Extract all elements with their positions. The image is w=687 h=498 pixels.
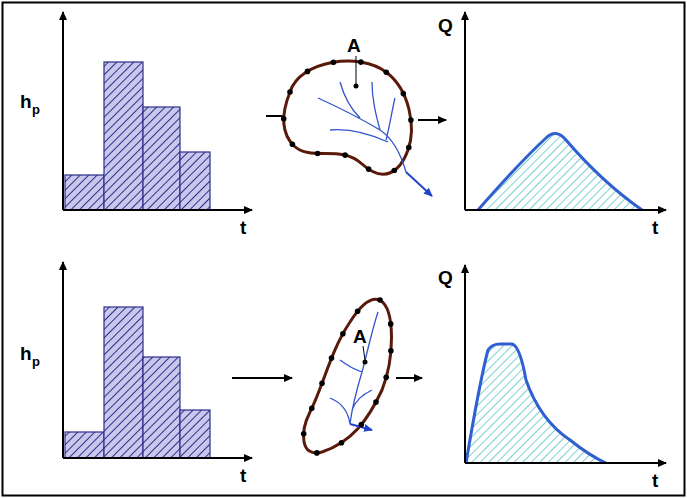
hydrograph bbox=[465, 265, 666, 463]
axis-label: Q bbox=[438, 16, 453, 35]
catchment bbox=[281, 56, 432, 196]
axis-label: t bbox=[240, 218, 246, 237]
outline-dot bbox=[309, 405, 315, 411]
outline-dot bbox=[401, 91, 407, 97]
area-label: A bbox=[353, 327, 367, 346]
frame bbox=[3, 3, 685, 496]
hydrograph bbox=[465, 12, 666, 210]
outline-dot bbox=[366, 166, 372, 172]
axis-subscript: p bbox=[32, 103, 40, 116]
outline-dot bbox=[329, 355, 335, 361]
hyetograph bbox=[63, 12, 252, 210]
hyetograph bbox=[63, 262, 252, 458]
outline-dot bbox=[383, 374, 389, 380]
outline-dot bbox=[359, 422, 365, 428]
outline-dot bbox=[384, 69, 390, 75]
outline-dot bbox=[377, 297, 383, 303]
axis-label: h bbox=[20, 92, 32, 111]
outline-dot bbox=[315, 151, 321, 157]
axis-label: t bbox=[652, 218, 658, 237]
outline-dot bbox=[408, 117, 414, 123]
outline-dot bbox=[331, 60, 337, 66]
area-label: A bbox=[347, 36, 361, 55]
outline-dot bbox=[358, 59, 364, 65]
axis-label: t bbox=[652, 471, 658, 490]
axis-label: Q bbox=[438, 268, 453, 287]
outline-dot bbox=[290, 142, 296, 148]
outline-dot bbox=[305, 69, 311, 75]
outline-dot bbox=[339, 440, 345, 446]
arrow bbox=[396, 377, 422, 379]
arrow bbox=[418, 119, 446, 121]
outline-dot bbox=[281, 116, 287, 122]
outline-dot bbox=[388, 321, 394, 327]
outline-dot bbox=[340, 331, 346, 337]
axis-label: t bbox=[240, 466, 246, 485]
outline-dot bbox=[392, 168, 398, 174]
outline-dot bbox=[319, 381, 325, 387]
outline-dot bbox=[314, 450, 320, 456]
outline-dot bbox=[406, 145, 412, 151]
outline-dot bbox=[355, 308, 361, 314]
axis-label: h bbox=[20, 344, 32, 363]
outline-dot bbox=[388, 348, 394, 354]
outline-dot bbox=[373, 399, 379, 405]
outline-dot bbox=[342, 152, 348, 158]
axis-subscript: p bbox=[32, 355, 40, 368]
outline-dot bbox=[301, 431, 307, 437]
outline-dot bbox=[287, 89, 293, 95]
arrow bbox=[232, 377, 292, 379]
catchment bbox=[301, 297, 394, 456]
